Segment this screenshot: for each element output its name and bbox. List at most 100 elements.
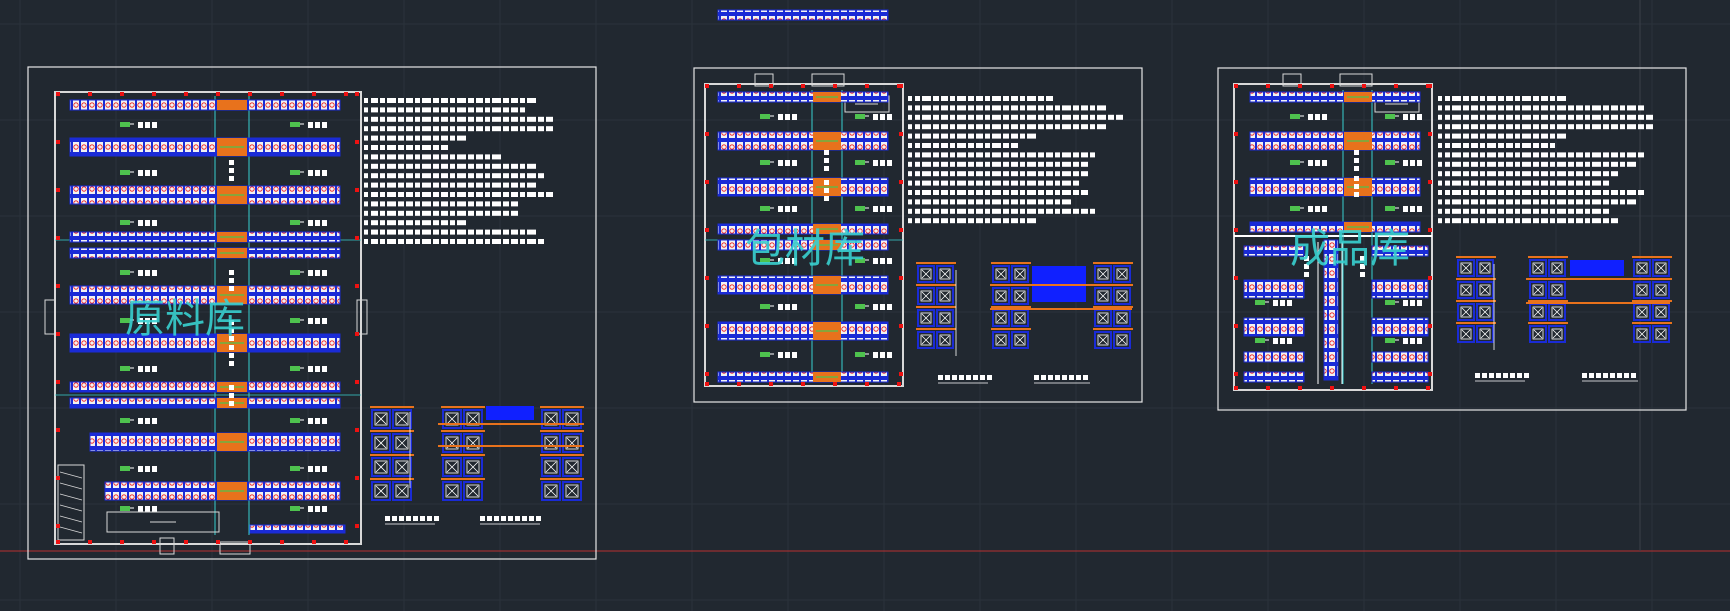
office-block bbox=[106, 511, 220, 533]
rack-row bbox=[1249, 91, 1421, 103]
aisle-label-mark bbox=[1354, 176, 1359, 181]
forklift-icon bbox=[1290, 160, 1327, 166]
gate bbox=[811, 73, 845, 87]
rack-row bbox=[1371, 317, 1429, 337]
rack-row bbox=[717, 9, 889, 21]
sheet-title-packaging: 包材库 bbox=[745, 226, 865, 272]
forklift-icon bbox=[290, 122, 327, 128]
pallet-rack-detail bbox=[916, 262, 956, 349]
sheet-raw-material-warehouse[interactable]: 原料库 bbox=[27, 66, 597, 560]
forklift-icon bbox=[760, 304, 797, 310]
forklift-icon bbox=[760, 114, 797, 120]
forklift-icon bbox=[1290, 114, 1327, 120]
forklift-icon bbox=[1290, 206, 1327, 212]
forklift-icon bbox=[1385, 300, 1422, 306]
column-marks bbox=[705, 84, 903, 386]
pallet-rack-detail bbox=[991, 262, 1031, 349]
forklift-icon bbox=[290, 220, 327, 226]
detail-caption bbox=[1475, 373, 1529, 382]
aisle-label-mark bbox=[229, 385, 234, 390]
forklift-icon bbox=[855, 352, 892, 358]
detail-caption bbox=[385, 516, 439, 525]
forklift-icon bbox=[120, 270, 157, 276]
forklift-icon bbox=[120, 366, 157, 372]
rack-row bbox=[1371, 371, 1429, 383]
forklift-icon bbox=[855, 160, 892, 166]
aisle-label-mark bbox=[824, 158, 829, 163]
sheet-packaging-warehouse[interactable]: 包材库 bbox=[693, 9, 1143, 403]
forklift-icon bbox=[290, 270, 327, 276]
aisle-label-mark bbox=[229, 176, 234, 181]
detail-caption bbox=[938, 375, 992, 384]
forklift-icon bbox=[1385, 114, 1422, 120]
aisle-label-mark bbox=[229, 345, 234, 350]
pallet-rack-detail bbox=[1528, 256, 1568, 343]
forklift-icon bbox=[1385, 160, 1422, 166]
forklift-icon bbox=[855, 114, 892, 120]
rack-row bbox=[717, 321, 889, 341]
aisle-label-mark bbox=[1354, 184, 1359, 189]
sheet-frame bbox=[693, 67, 1143, 403]
forklift-icon bbox=[855, 258, 892, 264]
rack-row bbox=[69, 333, 341, 353]
rack-row bbox=[717, 177, 889, 197]
forklift-icon bbox=[760, 206, 797, 212]
aisle-label-mark bbox=[824, 166, 829, 171]
sheet-frame bbox=[1217, 67, 1687, 411]
aisle-label-mark bbox=[229, 361, 234, 366]
rack-row bbox=[1249, 131, 1421, 151]
forklift-icon bbox=[290, 170, 327, 176]
aisle-label-mark bbox=[1304, 272, 1309, 277]
detail-caption bbox=[1582, 373, 1638, 382]
aisle-label-mark bbox=[229, 393, 234, 398]
entrance-right bbox=[356, 299, 368, 335]
rack-row bbox=[69, 137, 341, 157]
rack-row bbox=[69, 99, 341, 111]
pallet-rack-detail bbox=[370, 406, 414, 501]
forklift-icon bbox=[120, 220, 157, 226]
aisle-label-mark bbox=[824, 196, 829, 201]
aisle-label-mark bbox=[824, 188, 829, 193]
detail-caption bbox=[480, 516, 541, 525]
rack-row bbox=[1249, 221, 1421, 233]
forklift-icon bbox=[290, 466, 327, 472]
rack-row bbox=[89, 432, 341, 452]
gate bbox=[754, 73, 774, 87]
forklift-icon bbox=[120, 506, 157, 512]
aisle-label-mark bbox=[1354, 166, 1359, 171]
rack-row bbox=[717, 239, 889, 251]
sheet-title-raw: 原料库 bbox=[125, 296, 245, 342]
forklift-icon bbox=[760, 258, 797, 264]
rack-row bbox=[717, 223, 889, 235]
pallet-rack-detail bbox=[540, 406, 584, 501]
pallet-rack-detail bbox=[1456, 256, 1496, 343]
forklift-icon bbox=[290, 418, 327, 424]
sheet-title-finished: 成品库 bbox=[1290, 226, 1410, 272]
stair-room bbox=[57, 464, 85, 541]
dock-blue-area bbox=[1570, 260, 1624, 276]
rack-row bbox=[69, 397, 341, 409]
sheet-finished-goods-warehouse[interactable]: 成品库 bbox=[1217, 67, 1687, 411]
sheet-frame bbox=[27, 66, 597, 560]
forklift-icon bbox=[290, 506, 327, 512]
forklift-icon bbox=[120, 170, 157, 176]
aisle-label-mark bbox=[229, 353, 234, 358]
aisle-label-mark bbox=[229, 336, 234, 341]
forklift-icon bbox=[1385, 206, 1422, 212]
forklift-icon bbox=[290, 318, 327, 324]
gate bbox=[1339, 73, 1373, 87]
forklift-icon bbox=[120, 466, 157, 472]
rack-row bbox=[1243, 317, 1305, 337]
aisle-label-mark bbox=[1304, 256, 1309, 261]
aisle-label-mark bbox=[1360, 272, 1365, 277]
aisle-label-mark bbox=[1360, 256, 1365, 261]
pallet-rack-detail bbox=[441, 406, 485, 501]
pallet-rack-detail bbox=[1093, 262, 1133, 349]
entrance-left bbox=[44, 299, 56, 335]
rack-row bbox=[1243, 279, 1305, 299]
design-notes-block bbox=[364, 98, 553, 244]
aisle-label-mark bbox=[229, 168, 234, 173]
detail-caption bbox=[1034, 375, 1090, 384]
